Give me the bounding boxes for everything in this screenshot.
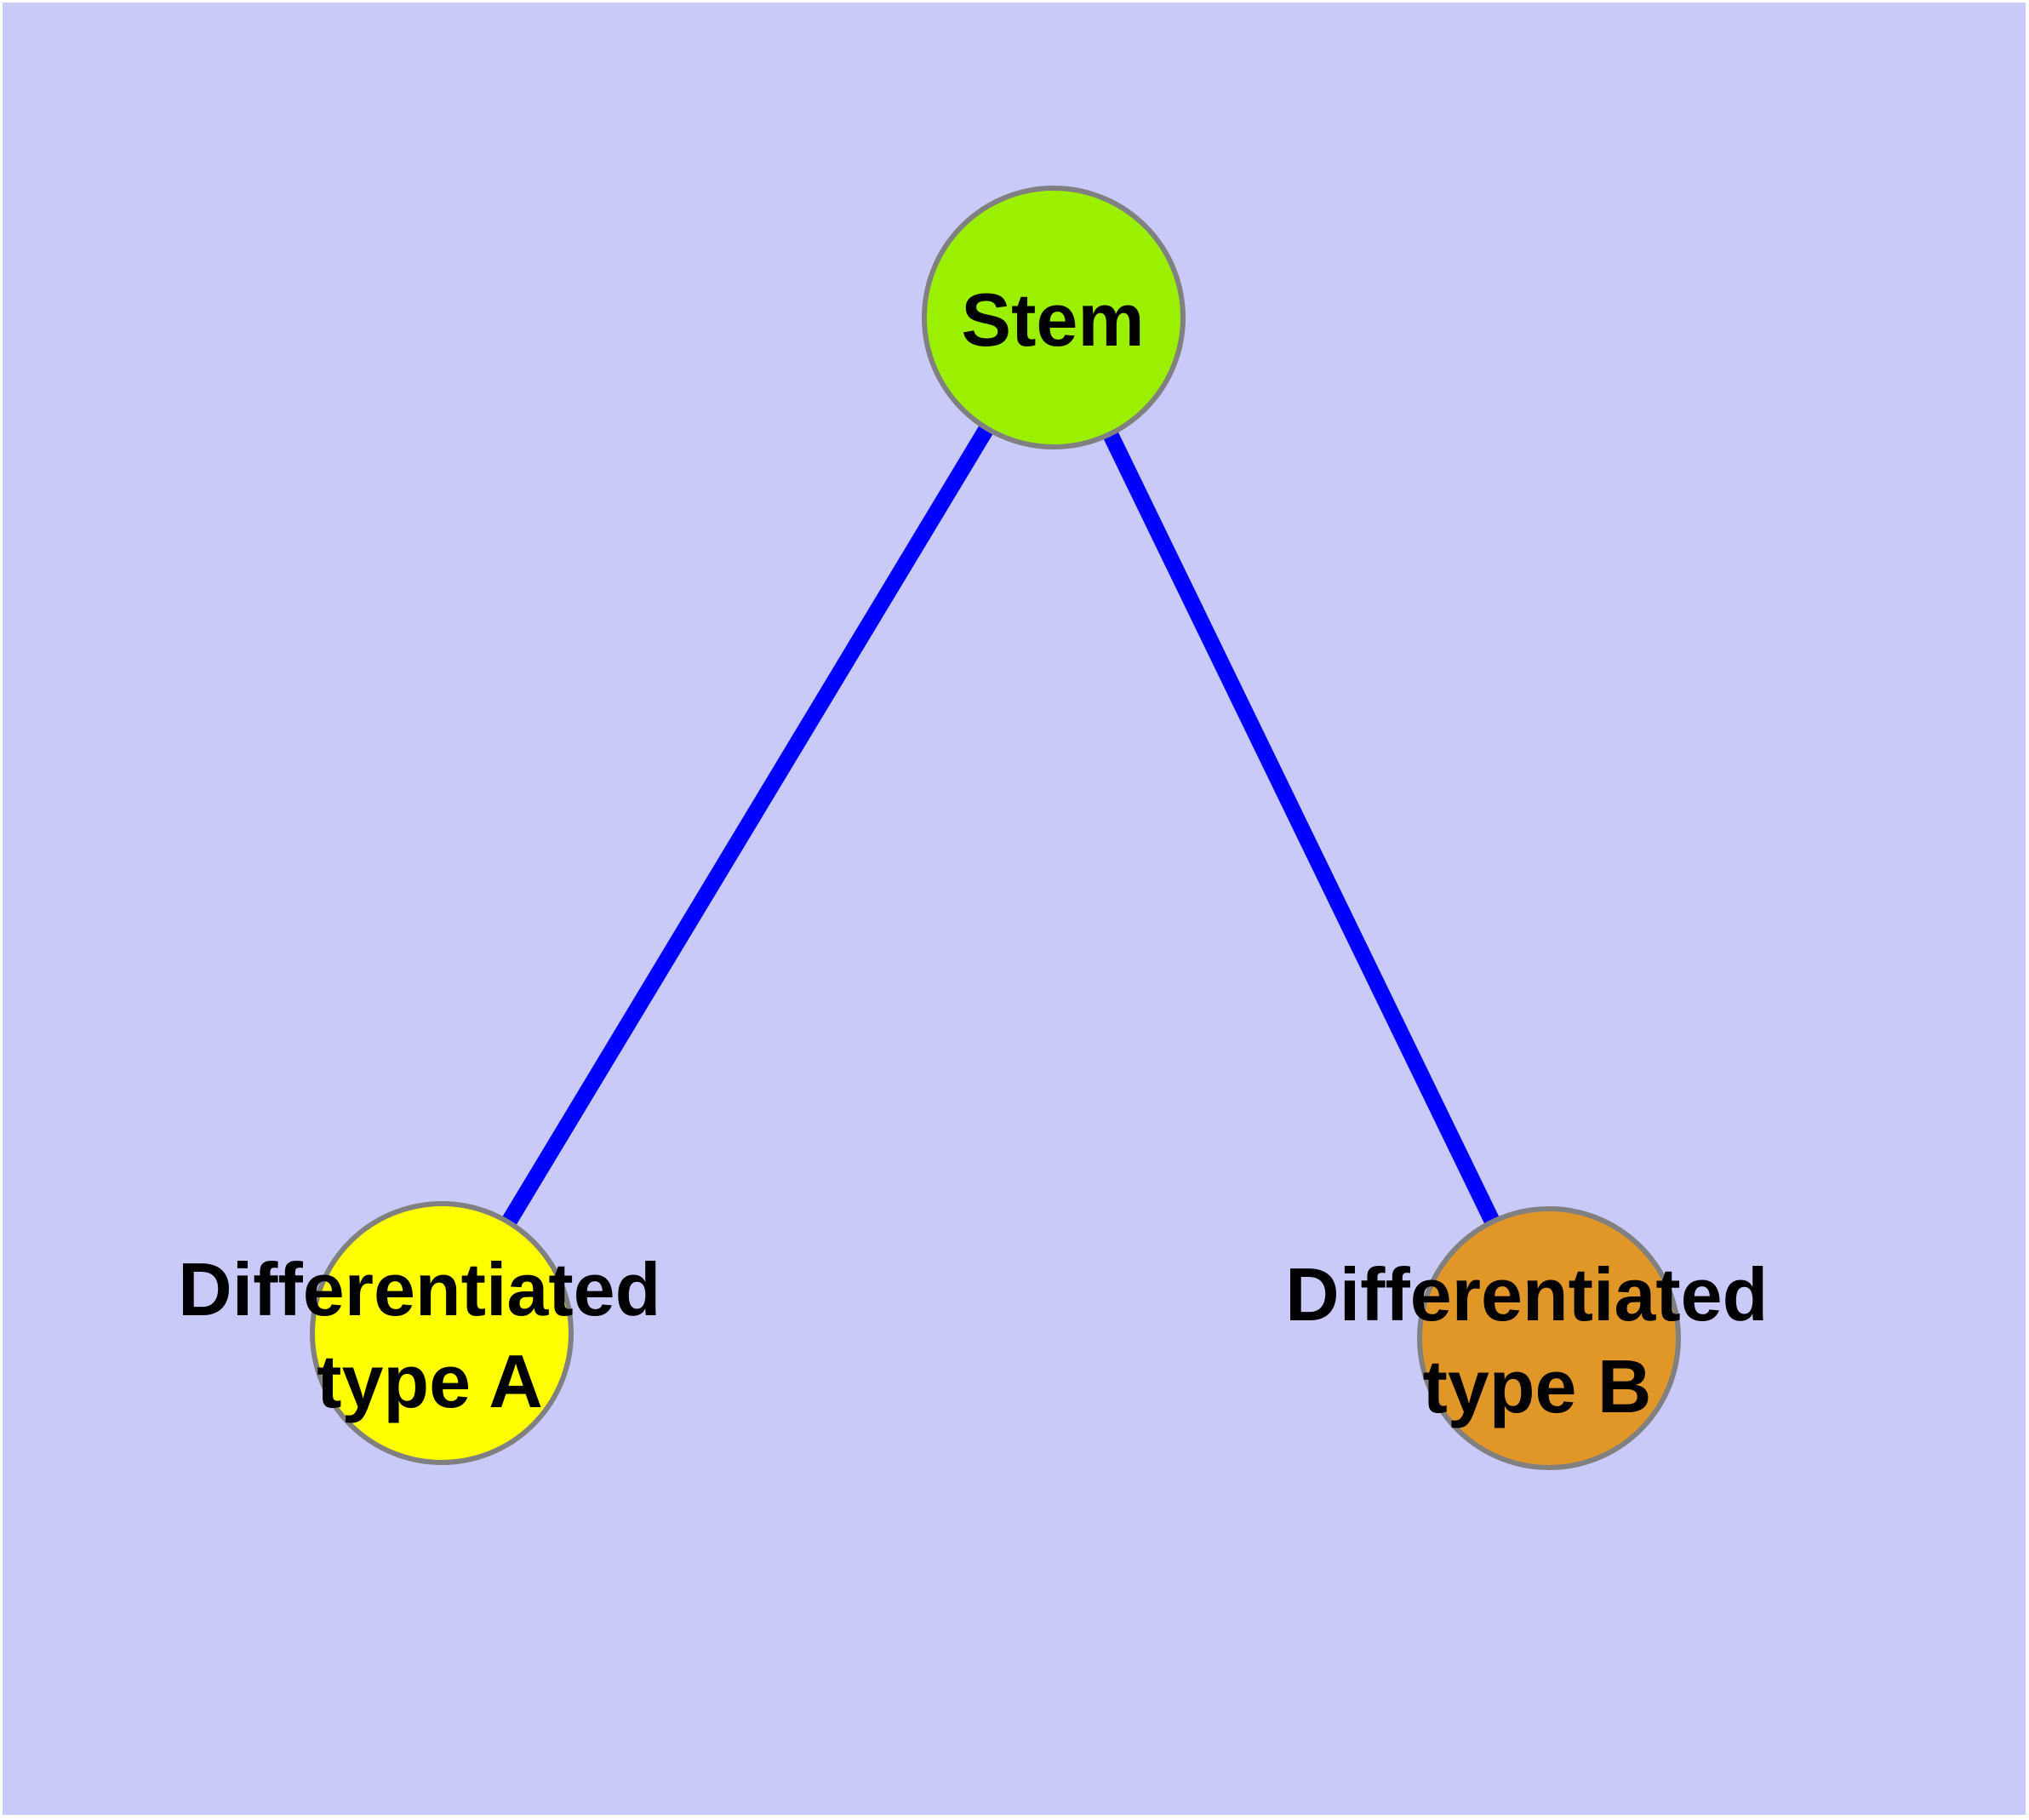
edge-stem-to-type-a	[434, 313, 1061, 1337]
node-type-a-label-line2: type A	[317, 1339, 543, 1423]
node-type-b-label: Differentiated type B	[1285, 1252, 1789, 1428]
node-stem-label: Stem	[961, 278, 1144, 362]
node-differentiated-type-b	[1417, 1206, 1681, 1470]
node-type-a-label-line1: Differentiated	[178, 1247, 660, 1331]
node-type-a-label: Differentiated type A	[178, 1247, 682, 1423]
node-differentiated-type-a	[310, 1201, 574, 1465]
node-stem	[922, 186, 1186, 449]
edge-stem-to-type-b	[1046, 313, 1557, 1342]
node-type-b-label-line1: Differentiated	[1285, 1252, 1768, 1336]
node-type-b-label-line2: type B	[1423, 1344, 1652, 1428]
